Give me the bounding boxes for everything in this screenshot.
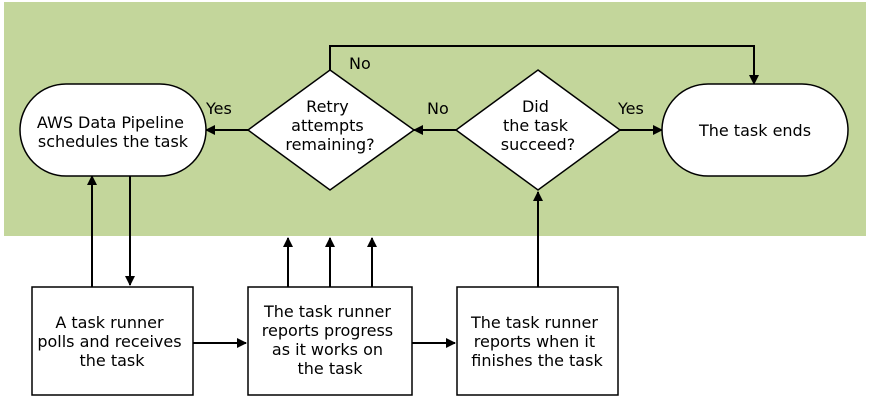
node-pipeline — [19, 83, 207, 177]
pipeline-label-line-2: schedules the task — [38, 132, 189, 151]
succeed-label: Did the task succeed? — [501, 97, 575, 154]
task-ends-label: The task ends — [698, 121, 811, 140]
progress-label-line-2: reports progress — [262, 321, 393, 340]
connectors — [87, 45, 759, 348]
polls-label: A task runner polls and receives the tas… — [37, 313, 186, 370]
node-polls — [31, 286, 194, 396]
pipeline-label-line-1: AWS Data Pipeline — [37, 113, 184, 132]
retry-label-line-3: remaining? — [285, 135, 374, 154]
progress-label-line-3: as it works on — [272, 340, 383, 359]
retry-label: Retry attempts remaining? — [285, 97, 374, 154]
progress-label-line-4: the task — [297, 359, 363, 378]
arrow-retry-no-to-task-ends — [329, 45, 759, 85]
finishes-label-line-1: The task runner — [470, 313, 598, 332]
polls-label-line-1: A task runner — [55, 313, 164, 332]
edge-label-retry-no: No — [349, 54, 371, 73]
progress-label-line-1: The task runner — [263, 302, 391, 321]
node-succeed — [454, 69, 622, 191]
edge-label-succeed-yes: Yes — [617, 99, 644, 118]
pipeline-label: AWS Data Pipeline schedules the task — [37, 113, 189, 151]
polls-label-line-3: the task — [79, 351, 145, 370]
polls-label-line-2: polls and receives — [37, 332, 181, 351]
finishes-label-line-3: finishes the task — [471, 351, 603, 370]
edge-label-succeed-no: No — [427, 99, 449, 118]
node-retry — [246, 69, 416, 191]
progress-label: The task runner reports progress as it w… — [262, 302, 398, 378]
finishes-label: The task runner reports when it finishes… — [470, 313, 604, 370]
node-task-ends — [661, 83, 849, 177]
edge-labels: Yes No No Yes — [205, 54, 644, 118]
retry-label-line-2: attempts — [291, 116, 364, 135]
retry-label-line-1: Retry — [306, 97, 349, 116]
node-progress — [247, 286, 413, 396]
edge-label-retry-yes: Yes — [205, 99, 232, 118]
succeed-label-line-1: Did — [522, 97, 549, 116]
succeed-label-line-2: the task — [503, 116, 569, 135]
node-finishes — [456, 286, 619, 396]
succeed-label-line-3: succeed? — [501, 135, 575, 154]
node-labels: AWS Data Pipeline schedules the task Ret… — [37, 97, 811, 378]
finishes-label-line-2: reports when it — [474, 332, 595, 351]
